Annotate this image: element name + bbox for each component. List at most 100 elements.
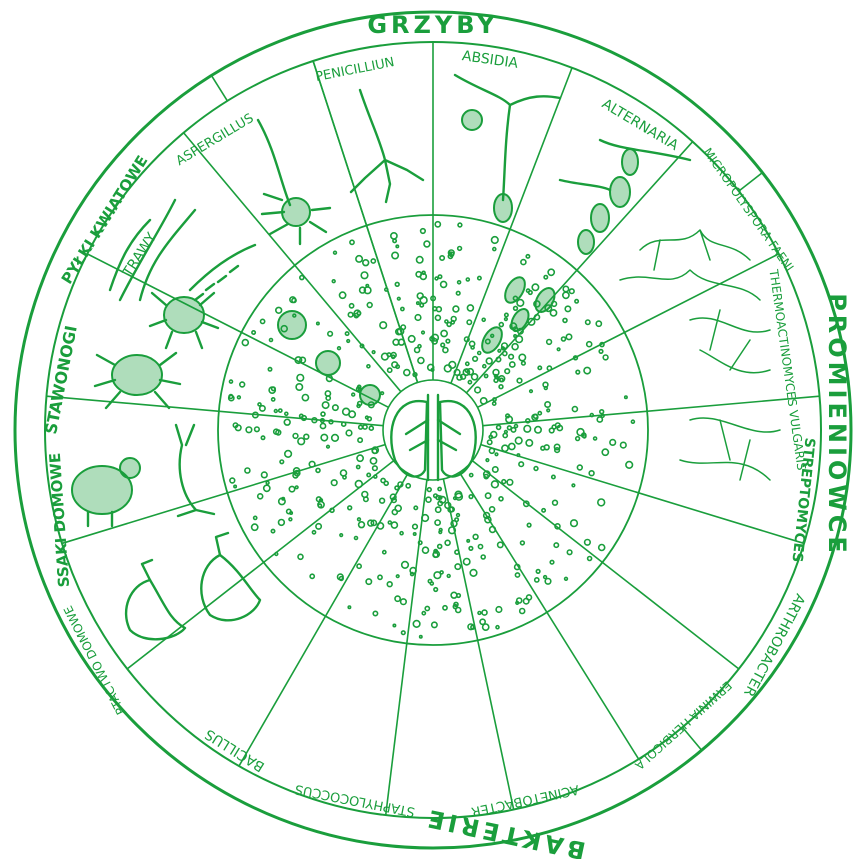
particle-dot bbox=[321, 434, 327, 440]
particle-dot bbox=[438, 275, 441, 278]
particle-dot bbox=[316, 468, 320, 472]
particle-dot bbox=[385, 288, 388, 291]
particle-dot bbox=[497, 425, 501, 429]
particle-dot bbox=[340, 292, 346, 298]
particle-dot bbox=[512, 344, 518, 350]
particle-dot bbox=[481, 398, 487, 404]
particle-dot bbox=[349, 411, 355, 417]
particle-dot bbox=[519, 462, 524, 467]
particle-dot bbox=[514, 306, 518, 310]
particle-dot bbox=[589, 471, 594, 476]
particle-dot bbox=[434, 588, 438, 592]
particle-dot bbox=[544, 576, 547, 579]
particle-dot bbox=[447, 575, 450, 578]
particle-dot bbox=[289, 518, 292, 521]
particle-dot bbox=[502, 445, 508, 451]
particle-dot bbox=[422, 331, 425, 334]
particle-dot bbox=[388, 521, 391, 524]
particle-dot bbox=[296, 384, 302, 390]
particle-dot bbox=[271, 529, 274, 532]
particle-dot bbox=[466, 362, 469, 365]
particle-dot bbox=[409, 336, 415, 342]
particle-dot bbox=[514, 335, 516, 337]
particle-dot bbox=[275, 553, 278, 556]
particle-dot bbox=[383, 551, 386, 554]
particle-dot bbox=[458, 223, 462, 227]
mite-sketch bbox=[95, 293, 218, 408]
particle-dot bbox=[287, 509, 291, 513]
particle-dot bbox=[584, 367, 590, 373]
sector-divider bbox=[481, 445, 804, 544]
particle-dot bbox=[395, 505, 401, 511]
particle-dot bbox=[367, 365, 370, 368]
particle-dot bbox=[482, 318, 485, 321]
particle-dot bbox=[515, 425, 518, 428]
particle-dot bbox=[495, 453, 498, 456]
group-label-fungi: GRZYBY bbox=[367, 11, 498, 39]
particle-dot bbox=[469, 547, 473, 551]
particle-dot bbox=[547, 340, 552, 345]
particle-dot bbox=[341, 470, 347, 476]
particle-dot bbox=[550, 560, 554, 564]
mammals-sketch bbox=[72, 425, 214, 526]
particle-dot bbox=[435, 315, 440, 320]
particle-dot bbox=[264, 485, 270, 491]
sector-label-arthrobacter: ARTHROBACTER bbox=[740, 591, 808, 699]
particle-dot bbox=[268, 368, 271, 371]
particle-dot bbox=[521, 260, 526, 265]
particle-dot bbox=[526, 255, 529, 258]
particle-dot bbox=[517, 300, 524, 307]
particle-dot bbox=[503, 351, 507, 355]
aspergillus-sketch bbox=[258, 120, 330, 244]
particle-dot bbox=[515, 437, 522, 444]
particle-dot bbox=[544, 276, 547, 279]
particle-dot bbox=[378, 575, 382, 579]
particle-dot bbox=[505, 369, 510, 374]
particle-dot bbox=[428, 580, 431, 583]
particle-dot bbox=[414, 506, 417, 509]
particle-dot bbox=[457, 514, 460, 517]
particle-dot bbox=[445, 540, 450, 545]
grass-sketch bbox=[110, 200, 255, 300]
particle-dot bbox=[297, 375, 304, 382]
particle-dot bbox=[603, 355, 608, 360]
penicillium-sketch bbox=[351, 90, 423, 202]
particle-dot bbox=[572, 407, 577, 412]
particle-dot bbox=[373, 466, 378, 471]
particle-dot bbox=[576, 370, 580, 374]
particle-dot bbox=[625, 396, 627, 398]
particle-dot bbox=[381, 392, 384, 395]
particle-dot bbox=[270, 339, 273, 342]
sector-label-ssaki: SSAKI DOMOWE bbox=[46, 452, 73, 588]
group-label-actinomycetes: PROMIENIOWCE bbox=[823, 293, 851, 557]
alternaria-sketch bbox=[560, 140, 690, 254]
particle-dot bbox=[478, 276, 481, 279]
particle-dot bbox=[478, 612, 481, 615]
particle-dot bbox=[522, 361, 526, 365]
particle-dot bbox=[455, 564, 460, 569]
particle-dot bbox=[587, 342, 592, 347]
particle-dot bbox=[395, 486, 399, 490]
particle-dots bbox=[229, 222, 635, 638]
birds-sketch bbox=[126, 533, 260, 639]
particle-dot bbox=[395, 596, 400, 601]
particle-dot bbox=[482, 610, 487, 615]
particle-dot bbox=[517, 378, 522, 383]
particle-dot bbox=[524, 599, 529, 604]
particle-dot bbox=[348, 506, 352, 510]
particle-dot bbox=[372, 351, 375, 354]
particle-dot bbox=[280, 460, 284, 464]
group-divider bbox=[211, 76, 227, 101]
particle-dot bbox=[519, 354, 525, 360]
particle-dot bbox=[417, 257, 423, 263]
particle-dot bbox=[588, 557, 592, 561]
particle-dot bbox=[387, 582, 392, 587]
particle-dot bbox=[370, 458, 376, 464]
particle-dot bbox=[473, 534, 478, 539]
particle-dot bbox=[526, 440, 532, 446]
particle-dot bbox=[532, 284, 538, 290]
particle-dot bbox=[327, 445, 330, 448]
particle-dot bbox=[279, 520, 285, 526]
particle-dot bbox=[505, 313, 508, 316]
particle-dot bbox=[433, 553, 438, 558]
